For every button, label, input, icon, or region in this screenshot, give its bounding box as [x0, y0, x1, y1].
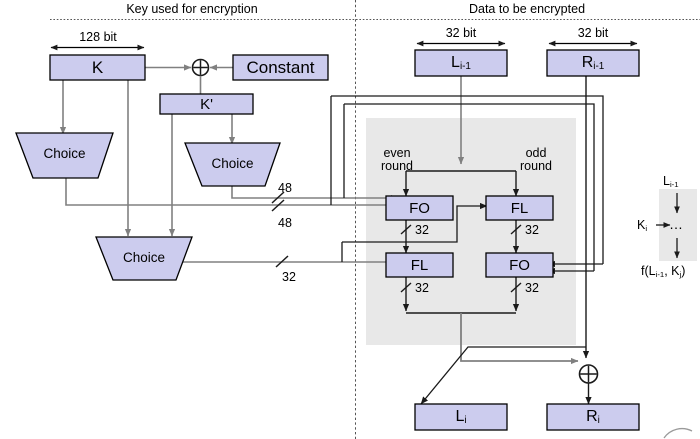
wire-feedthrough-to-li [420, 346, 531, 405]
legend-label-key: Ki [637, 218, 648, 234]
xor-gate-data [578, 364, 599, 384]
legend-label-input: Li-1 [663, 174, 679, 190]
label-bus-32: 32 [282, 270, 296, 284]
box-fl-bottom[interactable] [385, 252, 454, 278]
xor-gate-key [191, 58, 210, 77]
legend-output-sub1: i-1 [655, 270, 665, 280]
route-bus-to-fo-bottom-b [344, 103, 595, 271]
box-k[interactable] [49, 54, 146, 81]
legend-output-prefix: f(L [641, 264, 656, 278]
label-bus-48-top: 48 [278, 181, 292, 195]
legend-output-end: ) [681, 264, 686, 278]
label-32bit-right: 32 bit [577, 26, 609, 40]
section-title-key: Key used for encryption [126, 2, 258, 16]
box-constant[interactable] [232, 54, 329, 81]
legend-label-output: f(Li-1, Kj) [641, 264, 686, 280]
label-odd-round: odd round [512, 147, 560, 173]
legend-key-base: K [637, 218, 646, 232]
legend-body-glyph: … [669, 216, 684, 232]
label-even-round-line1: even [383, 146, 411, 160]
section-title-data: Data to be encrypted [468, 2, 586, 16]
label-even-round-line2: round [381, 159, 413, 173]
box-fl-top[interactable] [485, 195, 554, 221]
wire-elbow-to-fl-top [342, 202, 488, 243]
label-odd-round-line1: odd [525, 146, 547, 160]
label-32bit-left: 32 bit [445, 26, 477, 40]
legend-output-sub2: j [679, 270, 682, 280]
label-fo-bottom-out-32: 32 [525, 281, 539, 295]
wire-round-out-to-xor [460, 313, 579, 365]
wire-choice-a-out [65, 178, 347, 206]
box-fo-top[interactable] [385, 195, 454, 221]
route-bus-to-fo-bottom-a [331, 95, 604, 264]
box-l-out[interactable] [414, 403, 508, 431]
label-fl-bottom-out-32: 32 [415, 281, 429, 295]
label-fo-top-out-32: 32 [415, 223, 429, 237]
box-l-prev[interactable] [414, 49, 508, 77]
shape-choice-c[interactable] [95, 236, 193, 281]
label-even-round: even round [373, 147, 421, 173]
legend-input-sub: i-1 [669, 180, 679, 190]
box-r-out[interactable] [546, 403, 640, 431]
bus-slash-marks [271, 191, 289, 268]
label-odd-round-line2: round [520, 159, 552, 173]
legend-output-mid: , K [664, 264, 680, 278]
round-bus-slash-marks [400, 224, 522, 293]
shape-choice-a[interactable] [15, 132, 114, 179]
box-fo-bottom[interactable] [485, 252, 554, 278]
label-128bit: 128 bit [79, 30, 117, 44]
legend-input-base: L [663, 174, 670, 188]
shape-choice-b[interactable] [184, 142, 281, 187]
legend-key-sub: i [645, 224, 648, 234]
label-fl-top-out-32: 32 [525, 223, 539, 237]
box-k-prime[interactable] [159, 93, 254, 115]
corner-arc-decoration [663, 427, 693, 439]
label-bus-48-bottom: 48 [278, 216, 292, 230]
wire-choice-b-out [231, 186, 347, 199]
box-r-prev[interactable] [546, 49, 640, 77]
round-body-panel [366, 118, 576, 345]
